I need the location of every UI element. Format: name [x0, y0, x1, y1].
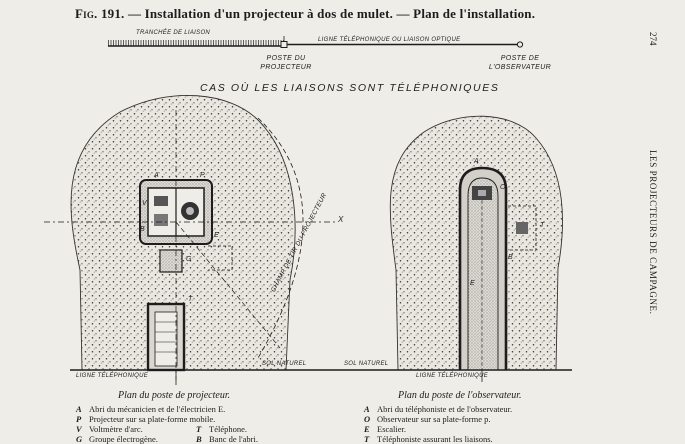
callout-e: E	[214, 232, 219, 239]
callout-t: T	[188, 296, 193, 303]
callout-b: B	[140, 226, 145, 233]
callout-g: G	[186, 256, 192, 263]
figure-title-text: — Installation d'un projecteur à dos de …	[127, 6, 536, 21]
figure-number: Fig. 191.	[75, 6, 125, 21]
generator-pit	[159, 249, 183, 273]
projector-post-marker	[280, 41, 288, 48]
observer-post-label: POSTE DE L'OBSERVATEUR	[488, 55, 552, 71]
bench-block	[154, 214, 168, 226]
projector-plan-caption: Plan du poste de projecteur.	[118, 390, 231, 401]
observer-mound	[340, 115, 572, 382]
telephone-box	[516, 222, 528, 234]
dashed-enclosure	[208, 245, 233, 271]
callout-x: X	[338, 215, 344, 224]
callout-v: V	[142, 200, 147, 207]
observer-callout-o: O	[500, 184, 506, 191]
observer-ground-label: SOL NATUREL	[344, 361, 389, 367]
observer-post-marker	[516, 41, 524, 48]
trench-label: TRANCHÉE DE LIAISON	[136, 30, 211, 36]
projector-mound	[44, 95, 340, 385]
callout-p: P	[200, 172, 205, 179]
optical-line-label: LIGNE TÉLÉPHONIQUE OU LIAISON OPTIQUE	[318, 37, 461, 43]
field-of-fire-ray	[175, 221, 281, 349]
field-of-fire-arc	[257, 117, 304, 359]
observer-phone-line-label: LIGNE TÉLÉPHONIQUE	[416, 373, 489, 379]
projector-post-label: POSTE DU PROJECTEUR	[260, 55, 312, 71]
trench-ticks	[108, 40, 284, 46]
running-header: LES PROJECTEURS DE CAMPAGNE.	[648, 150, 658, 315]
liaison-strip	[108, 36, 524, 48]
observer-callout-e: E	[470, 280, 475, 287]
projector-ground-label: SOL NATUREL	[262, 361, 307, 367]
observer-callout-t: T	[540, 222, 545, 229]
observer-callout-b: B	[508, 254, 513, 261]
callout-a: A	[154, 172, 159, 179]
figure-title: Fig. 191. — Installation d'un projecteur…	[75, 6, 595, 22]
drawing-subtitle: CAS OÙ LES LIAISONS SONT TÉLÉPHONIQUES	[200, 82, 500, 94]
projector-phone-line-label: LIGNE TÉLÉPHONIQUE	[76, 373, 149, 379]
observer-plan-caption: Plan du poste de l'observateur.	[398, 390, 522, 401]
observer-dashed-box	[508, 205, 537, 251]
page-number: 274	[648, 32, 658, 46]
observer-callout-a: A	[474, 158, 479, 165]
generator-block	[154, 196, 168, 206]
